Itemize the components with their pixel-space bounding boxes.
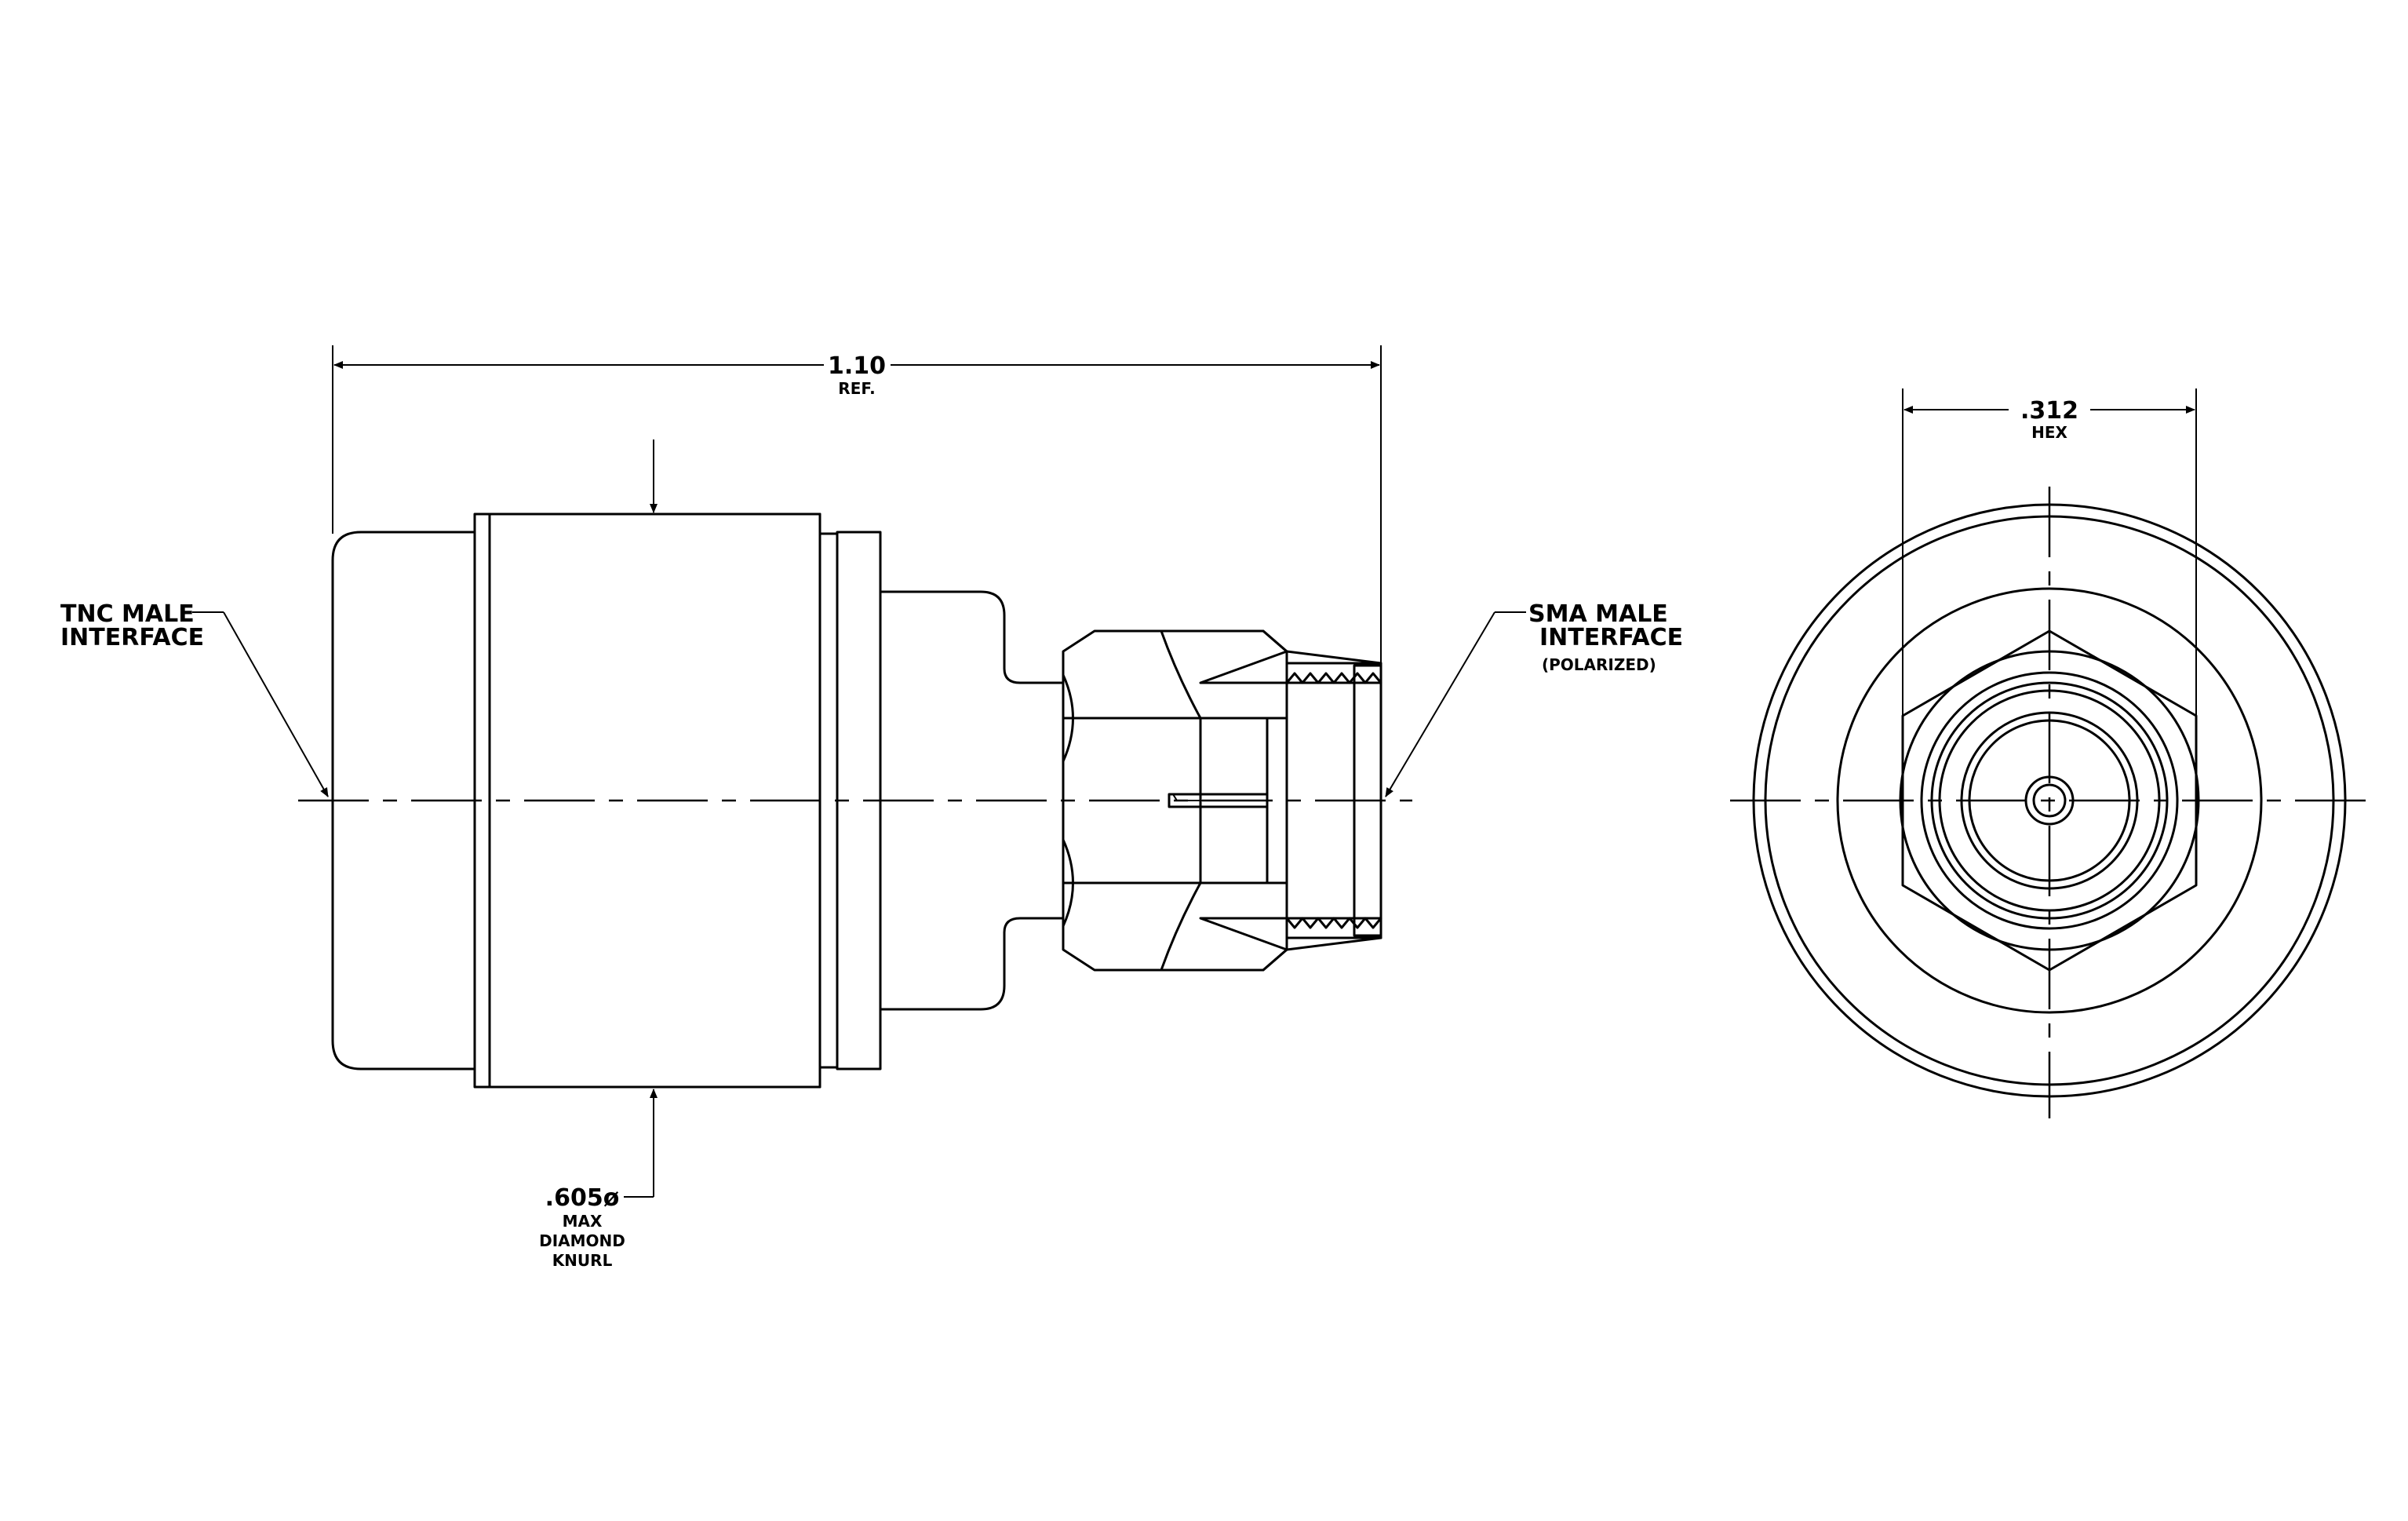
tnc-callout: TNC MALE INTERFACE	[60, 600, 329, 797]
knurl-note-2: DIAMOND	[539, 1231, 625, 1250]
knurl-dimension: .605ø MAX DIAMOND KNURL	[539, 440, 658, 1270]
body-circle	[1836, 587, 2263, 1014]
sma-note: (POLARIZED)	[1542, 655, 1656, 674]
tnc-label-1: TNC MALE	[60, 600, 195, 628]
hex-note: HEX	[2031, 423, 2067, 442]
pin	[2032, 783, 2067, 818]
overall-length-note: REF.	[838, 379, 875, 398]
rear-collar	[818, 532, 839, 1069]
overall-length-dimension: 1.10 REF.	[332, 345, 1382, 663]
tnc-label-2: INTERFACE	[60, 624, 204, 651]
sma-callout: SMA MALE INTERFACE (POLARIZED)	[1385, 600, 1683, 797]
hex-dimension: .312 HEX	[1902, 388, 2197, 716]
center-pin	[1168, 793, 1269, 808]
overall-length-value: 1.10	[828, 352, 886, 380]
knurl-value: .605ø	[545, 1184, 620, 1212]
sma-label-2: INTERFACE	[1539, 624, 1683, 651]
sma-label-1: SMA MALE	[1528, 600, 1668, 628]
hex-value: .312	[2020, 397, 2078, 425]
knurl-note-3: KNURL	[552, 1251, 613, 1270]
knurl-note-1: MAX	[563, 1212, 603, 1231]
tnc-cap	[331, 531, 476, 1071]
